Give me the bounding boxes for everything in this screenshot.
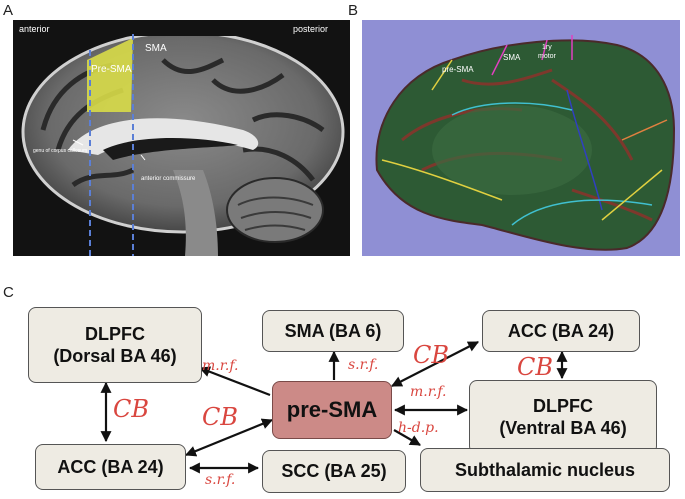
stn-box-label: Subthalamic nucleus — [454, 459, 636, 480]
anterior-commissure-label: anterior commissure — [141, 176, 196, 182]
arrow-presma-acc-bottom — [184, 418, 274, 457]
arrow-presma-acc-top — [391, 341, 479, 387]
pre-sma-box: pre-SMA — [272, 381, 392, 439]
motor-label-line1: 1ry — [542, 44, 552, 51]
panel-b-letter: B — [348, 2, 359, 19]
mri-sagittal-image: anterior posterior Pre-SMA SMA genu of c… — [13, 20, 350, 256]
mrf-label-right: m.r.f. — [410, 384, 447, 400]
lateral-ventricle — [103, 138, 238, 160]
dlpfc-ventral-box: DLPFC (Ventral BA 46) — [469, 380, 657, 454]
srf-label-top: s.r.f. — [348, 357, 379, 373]
cb-label-right: CB — [517, 353, 553, 381]
arrow-presma-stn — [393, 429, 421, 446]
panel-a-letter: A — [3, 2, 14, 19]
acc-top-label: ACC (BA 24) — [507, 320, 615, 341]
scc-box: SCC (BA 25) — [262, 450, 406, 493]
parcel-borders — [381, 35, 668, 226]
genu-label: genu of corpus callosum — [33, 148, 87, 154]
brainstem — [173, 170, 218, 256]
anterior-label: anterior — [19, 24, 50, 34]
sma-box-label: SMA (BA 6) — [284, 320, 382, 341]
pre-sma-box-label: pre-SMA — [286, 397, 378, 423]
acc-bottom-label: ACC (BA 24) — [57, 456, 164, 477]
cortical-surface-image: pre-SMA SMA 1ry motor — [362, 20, 680, 256]
scc-box-label: SCC (BA 25) — [281, 461, 387, 482]
cb-label-top: CB — [413, 341, 449, 369]
pre-sma-highlight — [87, 38, 133, 112]
mri-sagittal-drawing: anterior posterior Pre-SMA SMA genu of c… — [13, 20, 350, 256]
panel-c-letter: C — [3, 284, 14, 301]
dlpfc-dorsal-line1: DLPFC — [85, 323, 145, 344]
commissure-pointer — [140, 154, 146, 161]
cb-label-center: CB — [202, 403, 238, 431]
sma-label: SMA — [145, 43, 167, 54]
posterior-label: posterior — [293, 24, 328, 34]
medial-wall — [432, 105, 592, 195]
stn-box: Subthalamic nucleus — [420, 448, 670, 492]
genu-pointer — [72, 139, 84, 146]
mrf-label-left: m.r.f. — [202, 358, 239, 374]
cortical-surface-drawing: pre-SMA SMA 1ry motor — [375, 35, 676, 251]
pre-sma-label: pre-SMA — [442, 65, 474, 74]
sma-label: SMA — [503, 53, 521, 62]
dlpfc-dorsal-line2: (Dorsal BA 46) — [53, 346, 177, 366]
acc-bottom-box: ACC (BA 24) — [35, 444, 186, 490]
dlpfc-dorsal-box: DLPFC (Dorsal BA 46) — [28, 307, 202, 383]
hdp-label: h-d.p. — [398, 420, 439, 436]
cerebellum — [226, 177, 324, 243]
acc-top-box: ACC (BA 24) — [482, 310, 640, 352]
dlpfc-ventral-line2: (Ventral BA 46) — [499, 418, 627, 438]
srf-label-bottom: s.r.f. — [205, 472, 236, 488]
dlpfc-ventral-line1: DLPFC — [533, 395, 593, 416]
arrow-presma-dlpfc-dorsal — [198, 366, 271, 397]
sma-box: SMA (BA 6) — [262, 310, 404, 352]
pre-sma-label: Pre-SMA — [91, 64, 132, 75]
motor-label-line2: motor — [538, 53, 557, 60]
cb-label-left: CB — [113, 395, 149, 423]
